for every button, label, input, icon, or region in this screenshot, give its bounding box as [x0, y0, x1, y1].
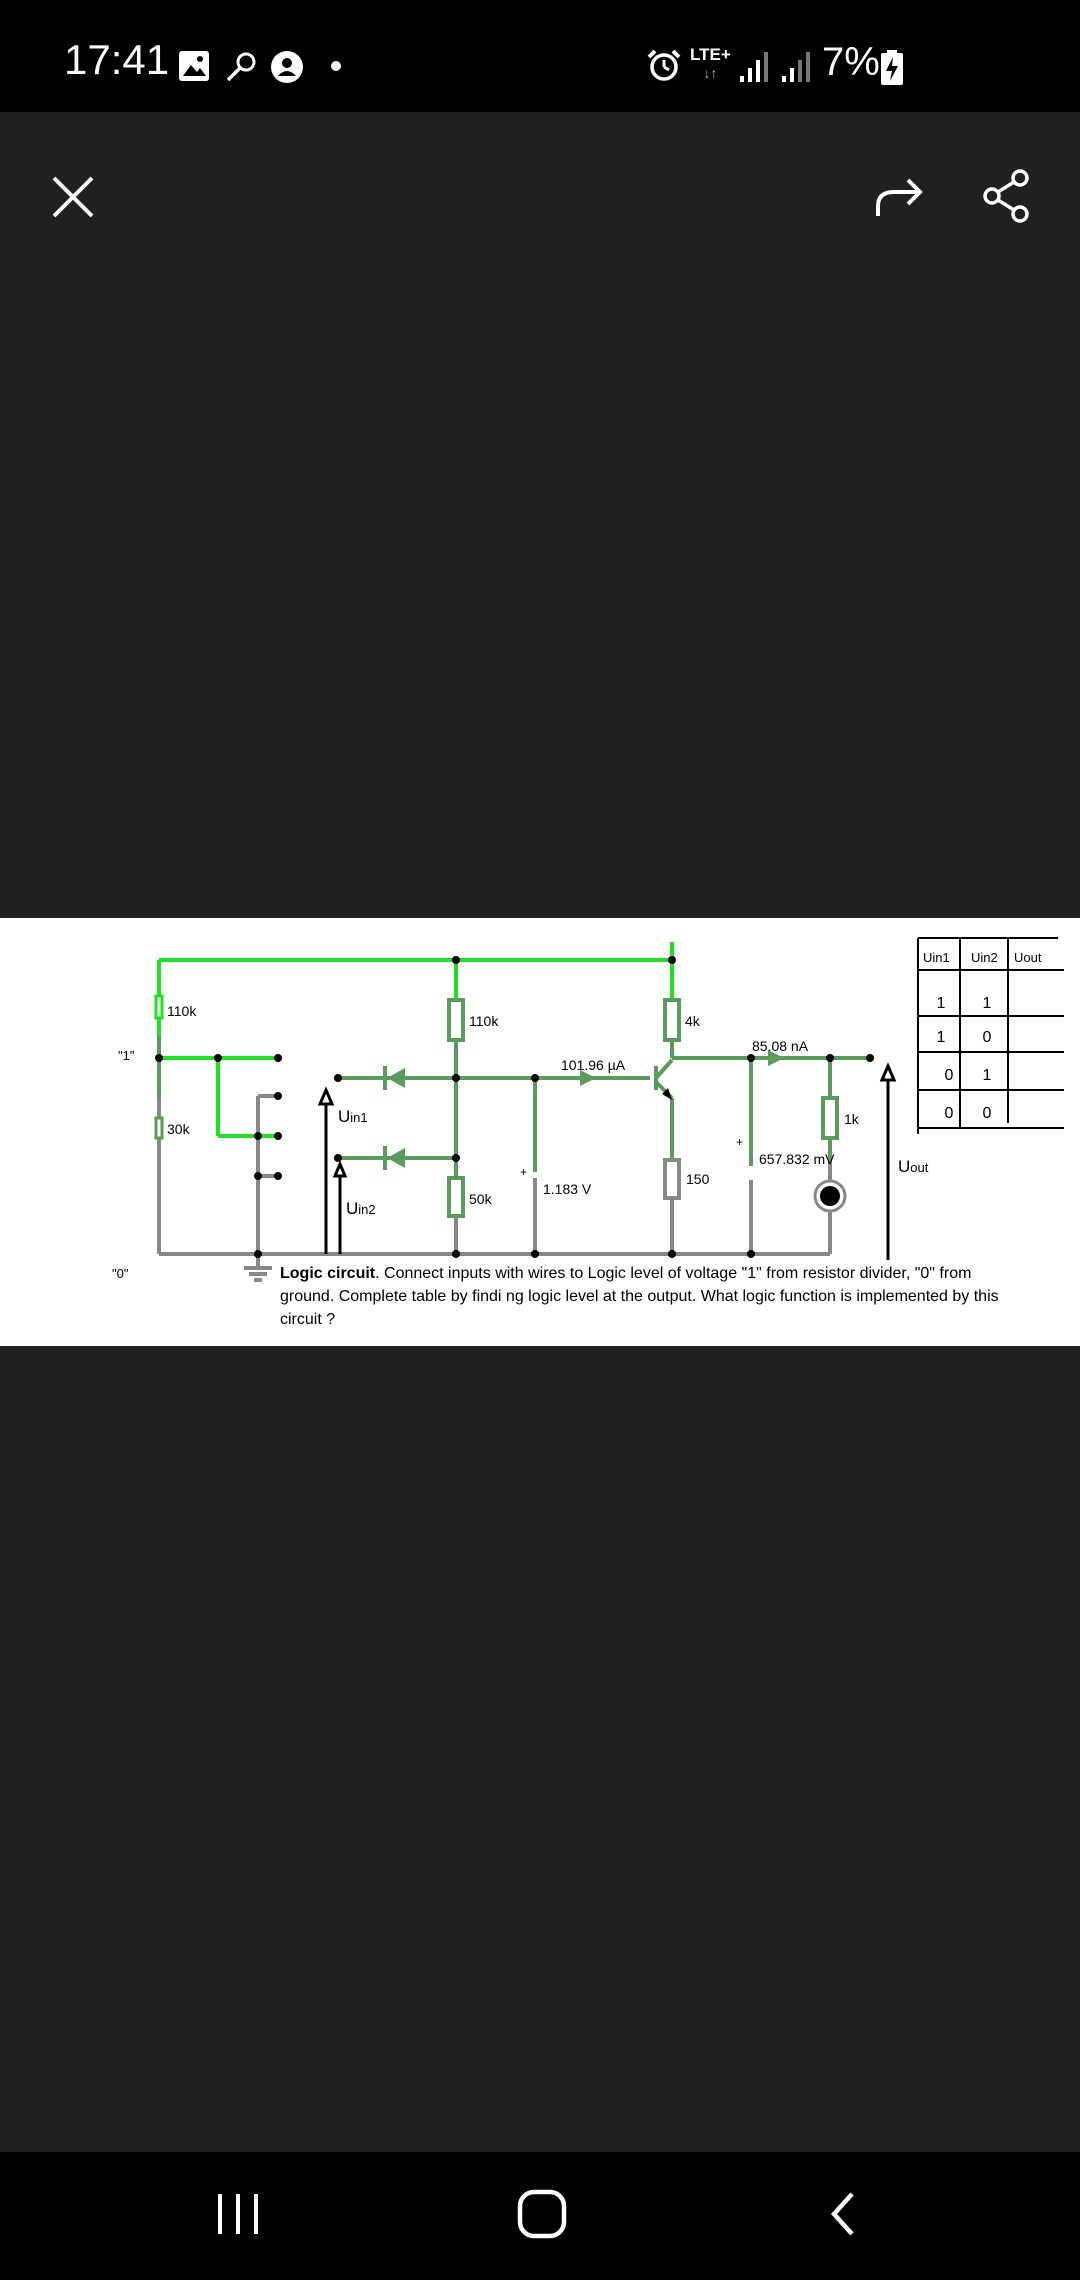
- battery-percent: 7%: [822, 40, 880, 84]
- resistor-150: [663, 1158, 681, 1200]
- meter-base-current: 101.96 µA: [561, 1057, 626, 1073]
- table-header: Uout: [1014, 950, 1042, 965]
- label-30k: 30k: [167, 1121, 191, 1137]
- dot-icon: [331, 61, 341, 71]
- status-bar: 17:41 LTE+ ↓↑ 7%: [0, 0, 1080, 112]
- label-1k: 1k: [844, 1111, 860, 1127]
- resistor-30k: [154, 1116, 164, 1140]
- meter-plus-sign: +: [736, 1135, 743, 1149]
- resistor-4k: [663, 998, 681, 1042]
- alarm-icon: [647, 49, 681, 81]
- label-logic-one: "1": [118, 1048, 135, 1063]
- account-icon: [271, 51, 303, 83]
- table-cell: 1: [983, 1067, 992, 1084]
- signal-icon: [782, 52, 810, 82]
- share-icon[interactable]: [980, 168, 1034, 224]
- table-cell: 0: [945, 1067, 954, 1084]
- table-header: Uin1: [923, 950, 950, 965]
- resistor-110k: [447, 998, 465, 1042]
- back-icon[interactable]: [826, 2190, 862, 2238]
- circuit-diagram: 110k 30k 110k 50k 4k 150 1k "1" "0" Uin1…: [112, 937, 1064, 1328]
- meter-collector-current: 85.08 nA: [752, 1038, 809, 1054]
- label-4k: 4k: [685, 1013, 701, 1029]
- navigation-bar: [0, 2152, 1080, 2280]
- label-uin2: Uin2: [346, 1199, 376, 1218]
- search-key-icon: [226, 52, 256, 82]
- table-header: Uin2: [971, 950, 998, 965]
- forward-icon[interactable]: [872, 172, 928, 222]
- meter-output-voltage: 657.832 mV: [759, 1151, 835, 1167]
- label-uin1: Uin1: [338, 1107, 368, 1126]
- circuit-image[interactable]: 110k 30k 110k 50k 4k 150 1k "1" "0" Uin1…: [0, 918, 1080, 1346]
- transistor-emitter-arrow: [662, 1088, 672, 1100]
- battery-charging-icon: [881, 50, 903, 85]
- resistor-110k-divider: [154, 994, 164, 1020]
- gallery-icon: [179, 51, 209, 81]
- label-150: 150: [686, 1171, 710, 1187]
- meter-plus-sign: +: [520, 1165, 527, 1179]
- label-logic-zero: "0": [112, 1266, 129, 1281]
- diode-2: [387, 1148, 405, 1168]
- label-50k: 50k: [469, 1191, 493, 1207]
- close-icon[interactable]: [48, 172, 98, 222]
- table-cell: 1: [937, 995, 946, 1012]
- label-110k-divider: 110k: [167, 1003, 197, 1019]
- status-time: 17:41: [64, 36, 170, 83]
- caption-line-2: ground. Complete table by findi ng logic…: [280, 1288, 999, 1305]
- caption-line-3: circuit ?: [280, 1311, 335, 1328]
- label-110k: 110k: [469, 1013, 499, 1029]
- truth-table: Uin1 Uin2 Uout 1 1 1 0 0 1 0 0: [917, 937, 1064, 1134]
- recents-icon[interactable]: [212, 2190, 266, 2238]
- network-type: LTE+ ↓↑: [690, 45, 731, 82]
- home-icon[interactable]: [514, 2186, 570, 2242]
- resistor-50k: [447, 1176, 465, 1218]
- table-cell: 0: [983, 1029, 992, 1046]
- table-cell: 0: [983, 1105, 992, 1122]
- meter-base-voltage: 1.183 V: [543, 1181, 592, 1197]
- signal-icon: [740, 52, 768, 82]
- table-cell: 1: [937, 1029, 946, 1046]
- diode-1: [387, 1068, 405, 1088]
- table-cell: 1: [983, 995, 992, 1012]
- table-cell: 0: [945, 1105, 954, 1122]
- caption-line-1: Logic circuit. Connect inputs with wires…: [280, 1265, 971, 1282]
- image-viewer-background: [0, 112, 1080, 920]
- label-uout: Uout: [898, 1157, 929, 1176]
- resistor-1k: [821, 1096, 839, 1140]
